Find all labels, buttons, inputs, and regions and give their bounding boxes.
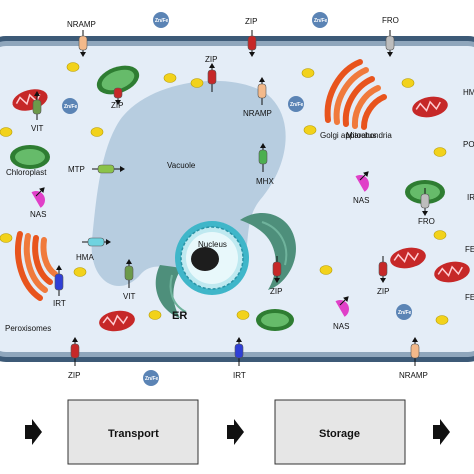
fro-right (420, 188, 430, 216)
vit-left-label: VIT (31, 124, 44, 133)
nramp-inner-label: NRAMP (243, 109, 272, 118)
mitochondria-label: Mitochondria (346, 131, 392, 140)
svg-text:Zn/Fe: Zn/Fe (64, 104, 78, 110)
nramp-bottom (410, 337, 420, 366)
nas-label-right: NAS (353, 196, 369, 205)
svg-text:Zn/Fe: Zn/Fe (290, 102, 304, 108)
zip-bottom-label: ZIP (68, 371, 80, 380)
zip-bottom (70, 337, 80, 366)
flow-arrow-3 (433, 419, 450, 445)
irt-left-label: IRT (53, 299, 66, 308)
nramp-bottom-label: NRAMP (399, 371, 428, 380)
edge-label-po: PO (463, 140, 474, 149)
mhx-label: MHX (256, 177, 274, 186)
nramp-inner (257, 77, 267, 105)
zip-chloroplast (113, 87, 123, 105)
nramp-top (78, 30, 88, 57)
mitochondria (12, 89, 470, 332)
fro-top-label: FRO (382, 16, 399, 25)
irt-bottom-label: IRT (233, 371, 246, 380)
hma (82, 237, 111, 247)
flow-arrow-2 (227, 419, 244, 445)
zip-chloroplast-label: ZIP (111, 101, 123, 110)
svg-text:Zn/Fe: Zn/Fe (155, 18, 169, 24)
vacuole-label: Vacuole (167, 161, 196, 170)
chloroplast-label: Chloroplast (6, 168, 47, 177)
peroxisomes-label: Peroxisomes (5, 324, 51, 333)
zip-upper (207, 63, 217, 92)
zip-upper-label: ZIP (205, 55, 217, 64)
transporters: NRAMP ZIP FRO ZIP ZIP NRAMP (31, 16, 435, 380)
vit-mid-label: VIT (123, 292, 136, 301)
svg-text:Zn/Fe: Zn/Fe (314, 18, 328, 24)
fro-top (385, 30, 395, 57)
er-label: ER (172, 310, 187, 322)
zip-right (378, 256, 388, 283)
fro-right-label: FRO (418, 217, 435, 226)
vit-left (32, 91, 42, 120)
zip-right-label: ZIP (377, 287, 389, 296)
edge-label-fe: FE (465, 245, 474, 254)
zip-mid-label: ZIP (270, 287, 282, 296)
nas-enzymes (31, 175, 369, 317)
nas-label-left: NAS (30, 210, 46, 219)
golgi-apparatus-left (15, 231, 58, 301)
golgi-label: Golgi apparatus (320, 131, 376, 140)
zip-top (247, 30, 257, 57)
mhx (258, 143, 268, 172)
storage-box-label: Storage (319, 428, 360, 440)
zip-top-label: ZIP (245, 17, 257, 26)
svg-text:Zn/Fe: Zn/Fe (398, 310, 412, 316)
mtp (92, 164, 125, 174)
hma-label: HMA (76, 253, 94, 262)
transport-box (67, 399, 199, 465)
edge-label-ir: IR (467, 193, 474, 202)
flow-row: Transport Storage (25, 399, 450, 465)
chloroplasts (10, 65, 445, 331)
svg-text:Zn/Fe: Zn/Fe (145, 376, 159, 382)
vit-mid (124, 259, 134, 288)
edge-label-fe2: FE (465, 293, 474, 302)
flow-arrow-1 (25, 419, 42, 445)
zip-mid (272, 256, 282, 283)
nramp-top-label: NRAMP (67, 20, 96, 29)
nucleus (175, 221, 249, 295)
edge-label-hm: HM (463, 88, 474, 97)
transport-box-label: Transport (108, 428, 159, 440)
granules (0, 62, 449, 325)
storage-box (274, 399, 406, 465)
irt-left (54, 265, 64, 296)
irt-bottom (234, 337, 244, 366)
golgi-apparatus (324, 59, 387, 130)
mtp-label: MTP (68, 165, 85, 174)
nucleus-label: Nucleus (198, 240, 227, 249)
nas-label-mid: NAS (333, 322, 349, 331)
endoplasmic-reticulum (155, 212, 296, 318)
